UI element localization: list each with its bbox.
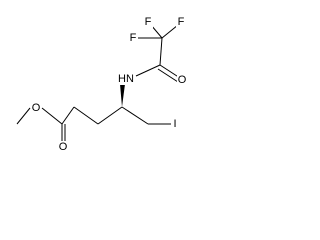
label-background-ester-carbonyl-oxygen	[58, 141, 68, 153]
bond-ester-carbonyl-to-ether-o	[41, 107, 63, 125]
atom-amide-oxygen: O	[178, 74, 187, 86]
atom-fluorine-top-left: F	[145, 16, 152, 28]
label-background-f-left	[128, 32, 138, 44]
bond-cf3-to-carbonyl	[159, 37, 163, 66]
atom-amide-nh: HN	[118, 73, 134, 85]
atom-ester-ether-oxygen: O	[32, 102, 41, 114]
bond-layer	[16, 24, 181, 143]
bond-chiral-to-chain-ch2-a	[97, 106, 123, 125]
label-background-amide-oxygen	[177, 74, 187, 86]
label-background-f-top-right	[176, 16, 186, 28]
bond-ether-o-to-methyl	[16, 107, 31, 125]
atom-fluorine-top-right: F	[178, 16, 185, 28]
atom-fluorine-left: F	[130, 32, 137, 44]
bond-chain-ch2-b	[73, 106, 99, 125]
bond-chain-to-ester-carbonyl	[61, 106, 75, 125]
bond-carbonyl-to-nh	[135, 64, 161, 77]
atom-ester-carbonyl-oxygen: O	[59, 141, 68, 153]
label-background-ether-oxygen	[31, 102, 41, 114]
bond-amide-carbonyl-double-b	[157, 68, 179, 83]
label-background-iodine	[172, 118, 179, 130]
atom-iodine: I	[173, 118, 176, 130]
chemical-structure-diagram: F F F HN O O O I	[16, 16, 187, 153]
stereo-wedge-bond	[120, 84, 125, 107]
label-background-nh	[117, 73, 135, 85]
bond-cf3-to-f-top-right	[161, 24, 179, 39]
label-background-f-top-left	[143, 16, 153, 28]
bond-chiral-to-ch2	[121, 106, 149, 125]
atom-label-layer: F F F HN O O O I	[31, 16, 187, 153]
bond-amide-carbonyl-double-a	[159, 64, 181, 79]
